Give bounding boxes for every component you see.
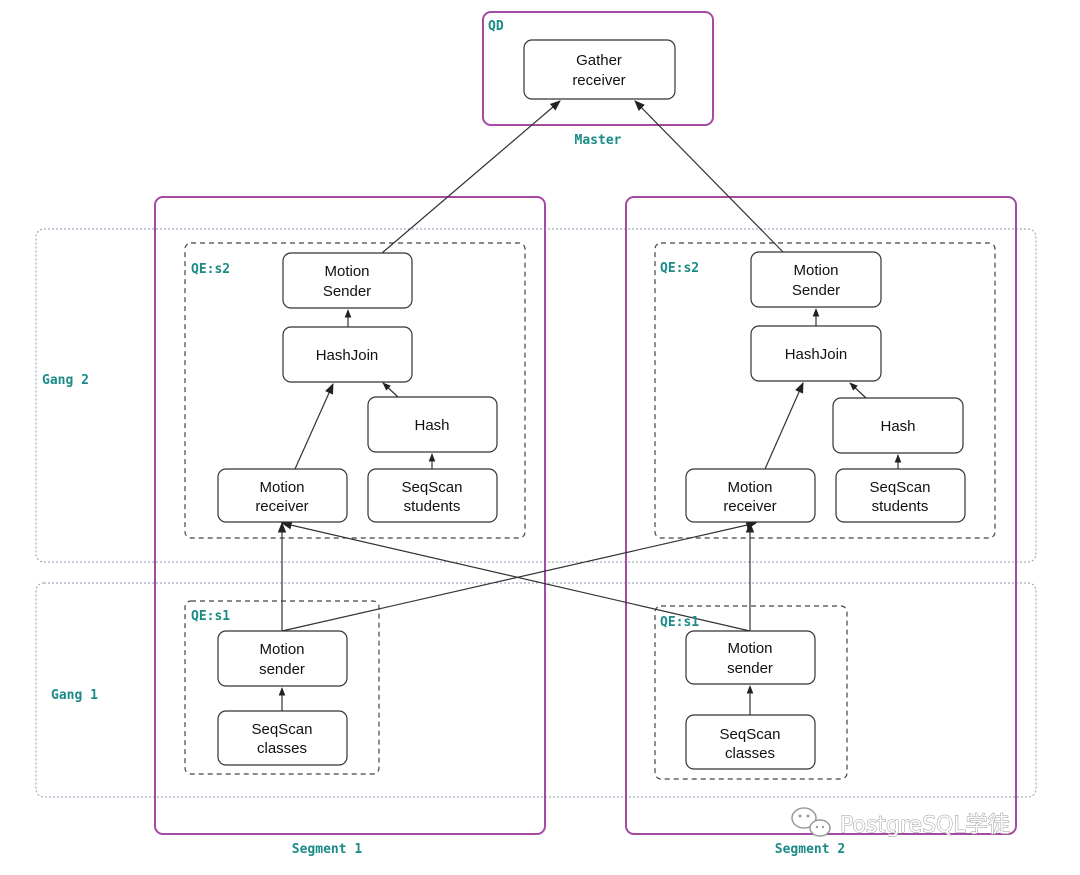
wechat-icon (791, 807, 831, 837)
node-label-line: classes (725, 745, 775, 762)
node-label-line: sender (259, 661, 305, 678)
node-label-line: Motion (324, 263, 369, 280)
qe-s1-right-box (654, 605, 848, 780)
qd-box (482, 11, 714, 126)
node-label-line: Hash (880, 418, 915, 435)
node-seg1-seqscan-classes: SeqScan classes (217, 710, 348, 766)
edge-seg2-receiver-to-hashjoin (764, 382, 804, 470)
node-label-line: Sender (323, 283, 371, 300)
watermark: PostgreSQL学徒 (791, 807, 1010, 839)
edge-seg2-hash-to-hashjoin (849, 382, 867, 399)
node-seg2-seqscan-classes: SeqScan classes (685, 714, 816, 770)
edge-seg1-sender-to-gather (381, 100, 561, 254)
qe-s2-right-label: QE:s2 (660, 261, 699, 276)
node-seg2-seqscan-students: SeqScan students (835, 468, 966, 523)
qe-s2-left-label: QE:s2 (191, 262, 230, 277)
master-label: Master (575, 133, 622, 148)
node-label-line: HashJoin (316, 347, 379, 364)
node-seg2-hash: Hash (832, 397, 964, 454)
edge-seg1-receiver-to-hashjoin (294, 383, 334, 470)
node-label-line: SeqScan (402, 479, 463, 496)
node-label-line: students (872, 498, 929, 515)
node-seg1-hash: Hash (367, 396, 498, 453)
node-seg2-motion-sender-top: Motion Sender (750, 251, 882, 308)
watermark-text: PostgreSQL学徒 (840, 813, 1010, 838)
node-label-line: Hash (414, 417, 449, 434)
node-seg2-motion-receiver: Motion receiver (685, 468, 816, 523)
gang2-region (35, 228, 1037, 563)
node-label-line: SeqScan (720, 726, 781, 743)
node-gather-receiver: Gather receiver (523, 39, 676, 100)
node-label-line: sender (727, 660, 773, 677)
qe-s2-right-box (654, 242, 996, 539)
node-label-line: HashJoin (785, 346, 848, 363)
node-seg2-hashjoin: HashJoin (750, 325, 882, 382)
segment1-label: Segment 1 (292, 842, 363, 857)
node-seg1-motion-receiver: Motion receiver (217, 468, 348, 523)
edge-seg2-sender-to-seg1-receiver (280, 520, 751, 632)
node-label-line: SeqScan (252, 721, 313, 738)
qe-s1-right-label: QE:s1 (660, 615, 699, 630)
node-label-line: Motion (259, 479, 304, 496)
node-seg1-motion-sender-top: Motion Sender (282, 252, 413, 309)
node-label-line: classes (257, 740, 307, 757)
node-label-line: Motion (727, 479, 772, 496)
node-label-line: Motion (793, 262, 838, 279)
gang1-label: Gang 1 (51, 688, 98, 703)
node-label-line: receiver (572, 72, 625, 89)
node-label-line: Sender (792, 282, 840, 299)
edge-seg1-sender-to-seg2-receiver (281, 520, 758, 632)
node-seg1-motion-sender-bottom: Motion sender (217, 630, 348, 687)
node-seg1-seqscan-students: SeqScan students (367, 468, 498, 523)
gang1-region (35, 582, 1037, 798)
qe-s2-left-box (184, 242, 526, 539)
segment2-label: Segment 2 (775, 842, 845, 857)
node-label-line: receiver (723, 498, 776, 515)
node-label-line: Gather (576, 52, 622, 69)
gang2-label: Gang 2 (42, 373, 89, 388)
node-seg1-hashjoin: HashJoin (282, 326, 413, 383)
edges (277, 100, 902, 715)
node-label-line: Motion (727, 640, 772, 657)
segment1-box (154, 196, 546, 835)
qd-label: QD (488, 19, 504, 34)
node-label-line: receiver (255, 498, 308, 515)
edge-seg1-hash-to-hashjoin (382, 382, 399, 398)
qe-s1-left-label: QE:s1 (191, 609, 230, 624)
node-label-line: students (404, 498, 461, 515)
edge-seg2-sender-to-gather (634, 100, 784, 253)
node-label-line: SeqScan (870, 479, 931, 496)
node-label-line: Motion (259, 641, 304, 658)
node-seg2-motion-sender-bottom: Motion sender (685, 630, 816, 685)
